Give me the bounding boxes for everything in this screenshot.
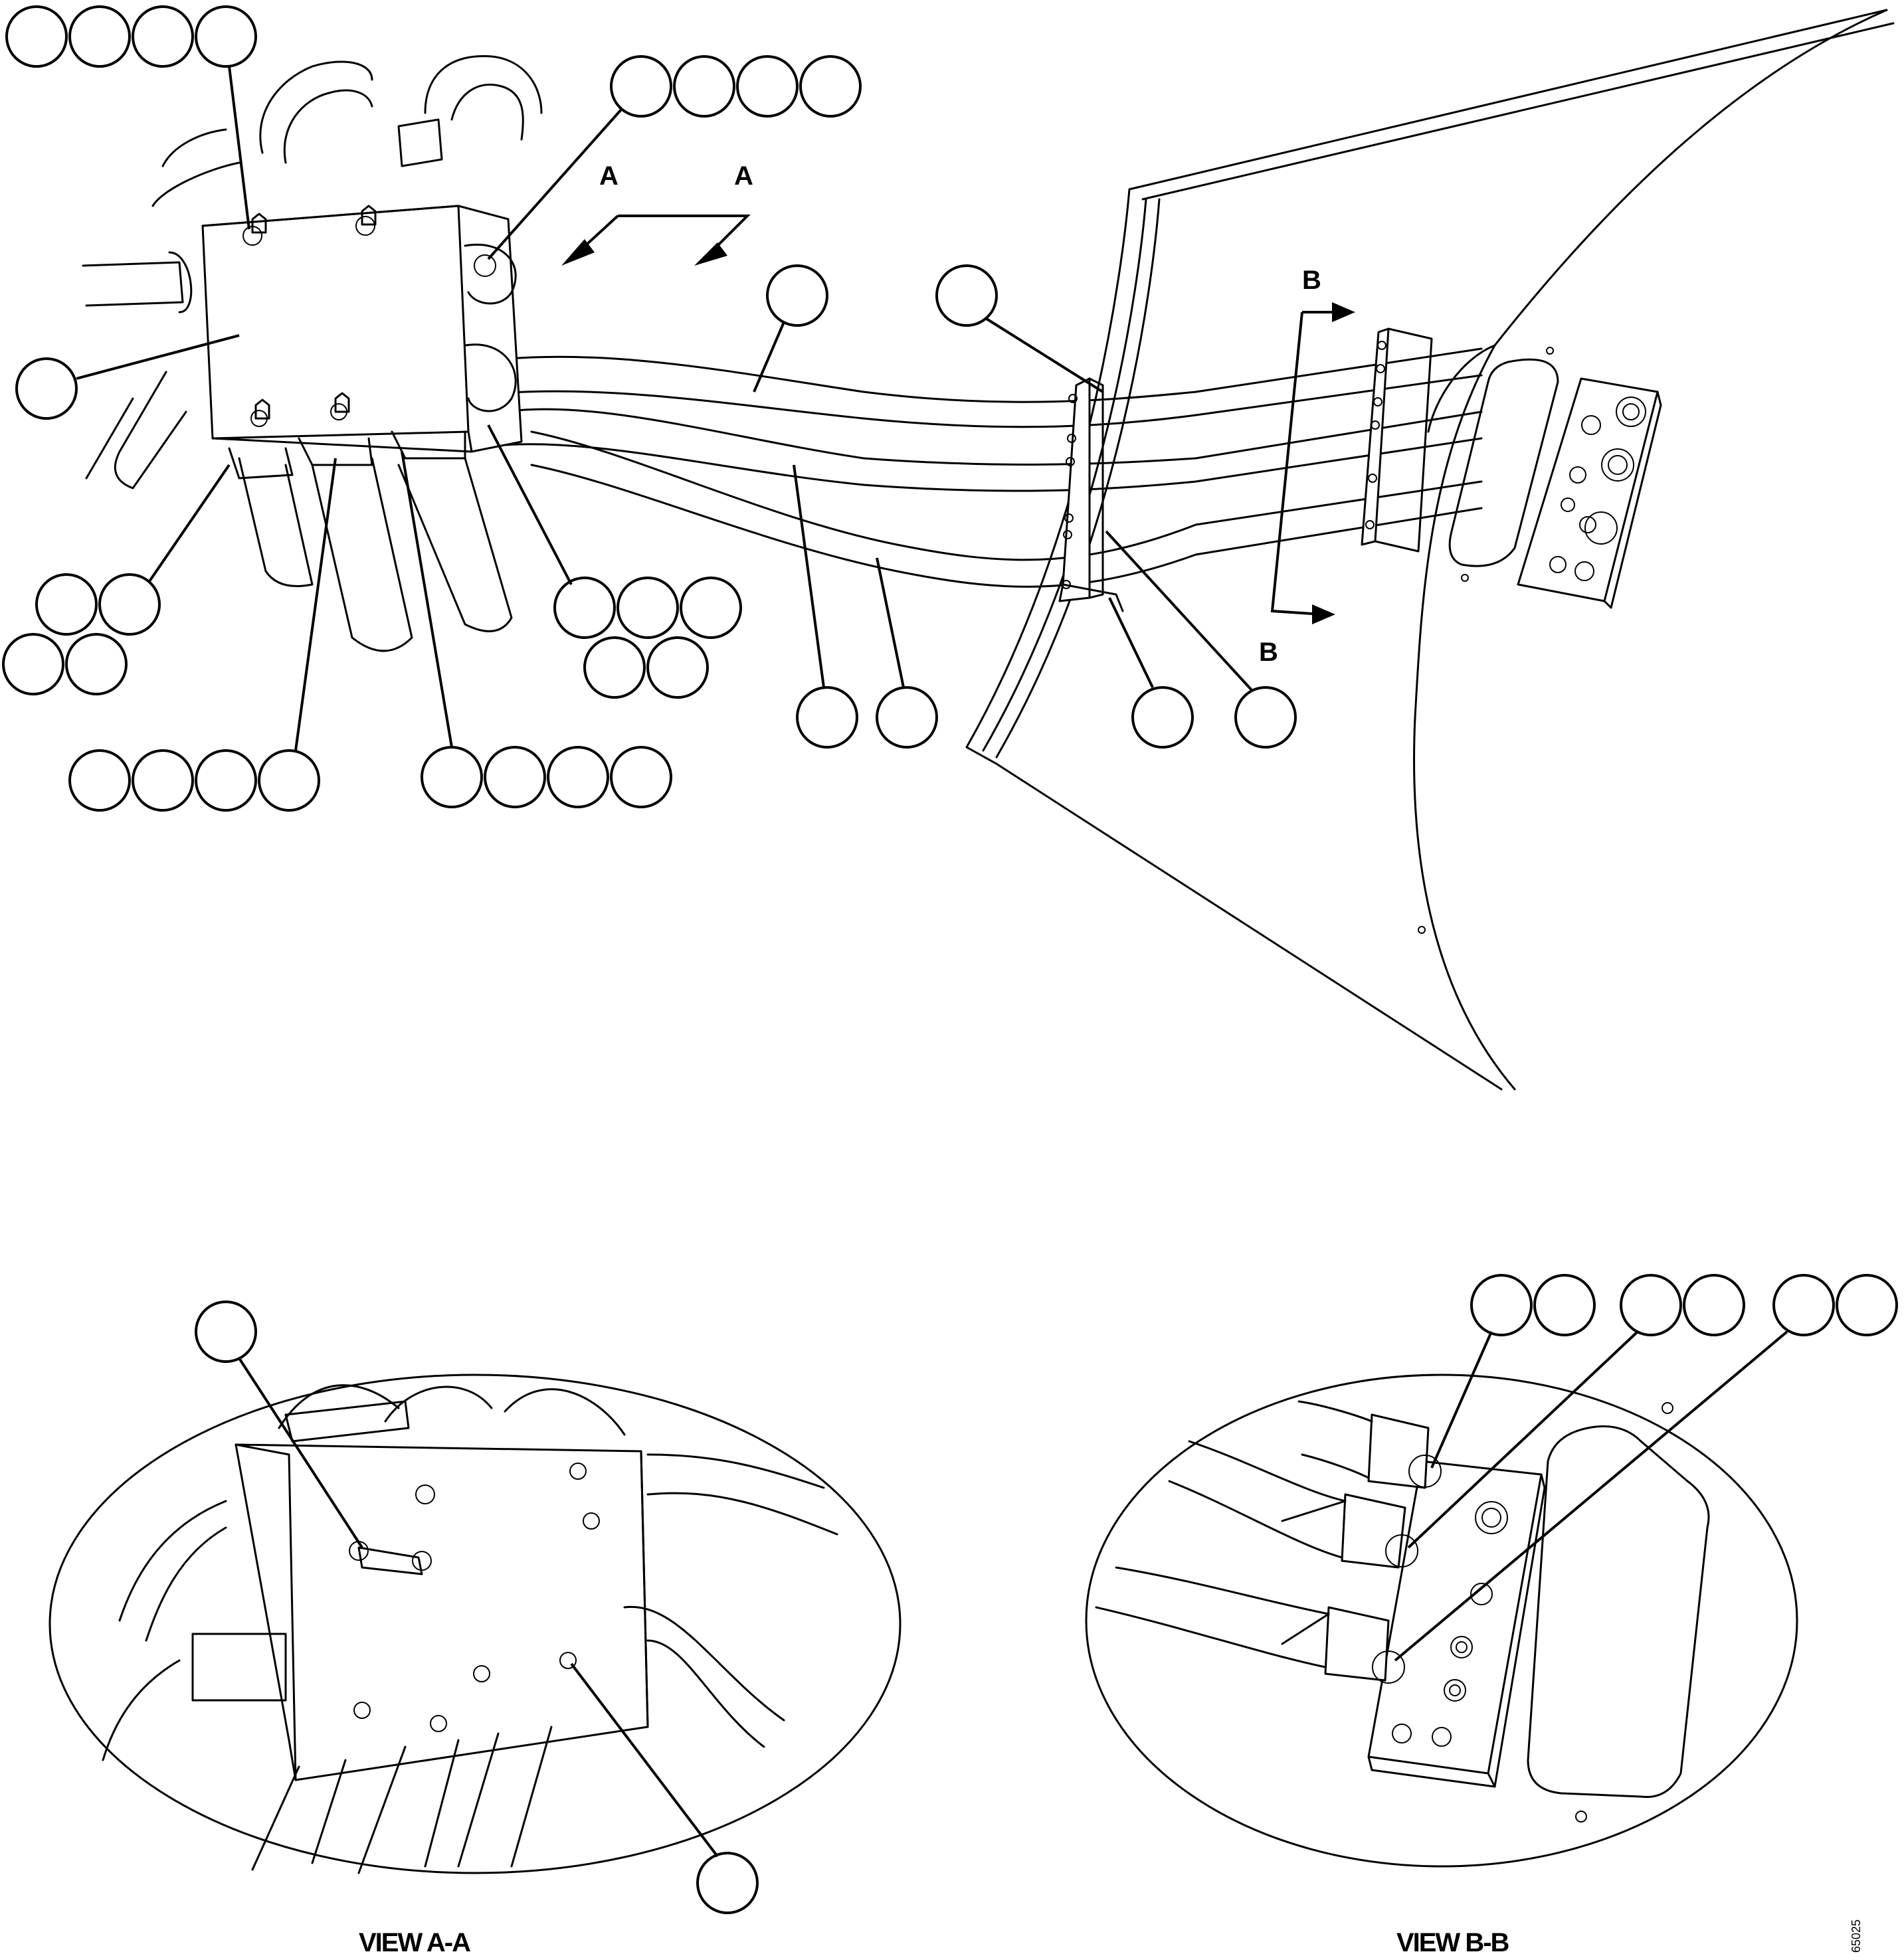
section-label-a-right: A [734,161,753,191]
view-a-a: VIEW A-A [48,1300,902,1957]
drawing-number: 65025 [1850,1919,1863,1953]
caption-view-a: VIEW A-A [359,1928,470,1957]
main-assembly-view: A A B B [2,5,1895,1091]
panel-port-block [1517,377,1662,609]
view-b-b: VIEW B-B [1085,1274,1898,1957]
mounting-panel [965,9,1895,1091]
section-arrows [561,215,1355,624]
hose-clamp-left [1058,377,1124,612]
hose-clamp-right [1361,327,1433,553]
hose-bundle [477,347,1483,588]
main-valve-body [201,205,523,453]
leader-lines-main [76,66,1254,751]
upper-hose-elbows [82,54,543,313]
callout-view-a-bottom [696,1852,759,1914]
caption-view-b: VIEW B-B [1396,1928,1509,1957]
section-label-a-left: A [599,161,619,191]
section-label-b-bottom: B [1259,638,1278,667]
callout-bubbles-main [2,5,1297,812]
section-label-b-top: B [1302,266,1321,295]
lower-hoses [85,371,513,652]
panel-access-opening [1448,358,1559,567]
callout-view-a-top [195,1300,257,1363]
